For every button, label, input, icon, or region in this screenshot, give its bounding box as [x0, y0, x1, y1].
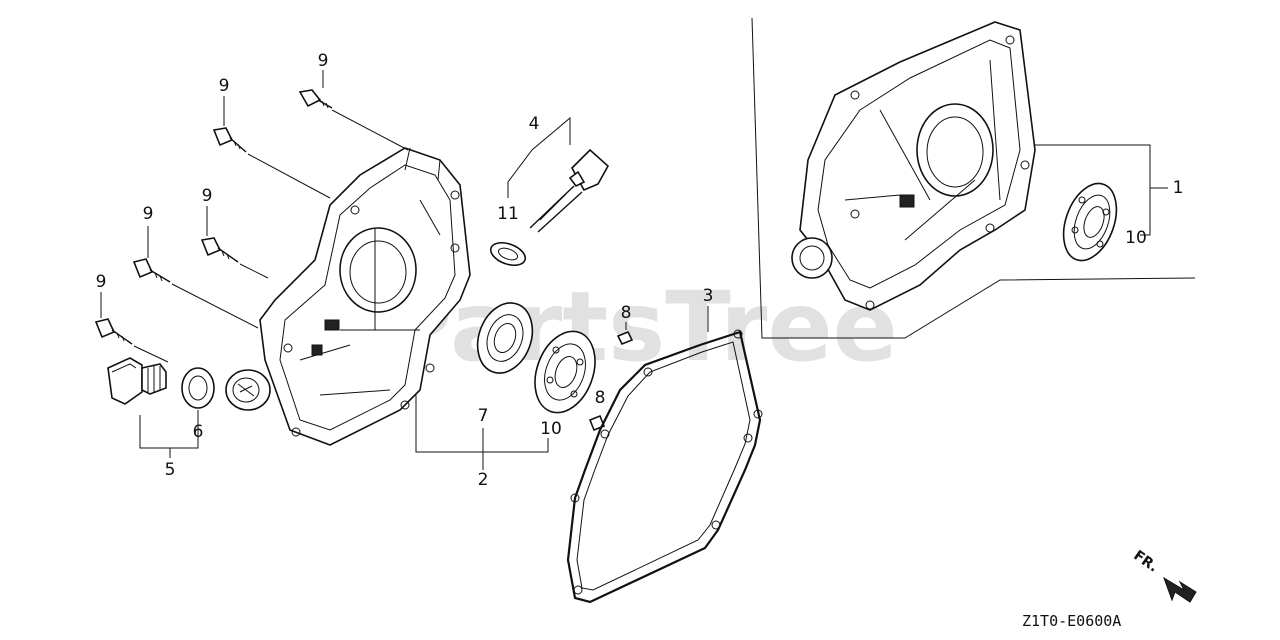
callout: 9 — [143, 204, 154, 224]
callout: 9 — [219, 76, 230, 96]
dipstick[interactable] — [529, 148, 610, 233]
leader-4 — [507, 116, 571, 198]
flange-bolt[interactable] — [94, 318, 133, 345]
crankcase-cover-left[interactable] — [259, 147, 471, 446]
callout: 9 — [202, 186, 213, 206]
callout: 8 — [595, 388, 606, 408]
flange-bolt[interactable] — [298, 89, 333, 109]
callout: 4 — [529, 114, 540, 134]
flange-bolt[interactable] — [212, 127, 247, 153]
sealing-washer[interactable] — [181, 367, 215, 409]
oil-filler-cap[interactable] — [107, 357, 167, 405]
o-ring[interactable] — [488, 238, 529, 269]
leader-10-right — [1035, 144, 1151, 236]
callout: 7 — [478, 406, 489, 426]
flange-bolt[interactable] — [200, 237, 239, 263]
ball-bearing[interactable] — [524, 323, 605, 421]
callout: 11 — [497, 204, 519, 224]
callout: 10 — [1125, 228, 1147, 248]
callout: 1 — [1173, 178, 1184, 198]
callout: 3 — [703, 286, 714, 306]
callout: 2 — [478, 470, 489, 490]
oil-seal[interactable] — [468, 295, 541, 380]
cover-gasket[interactable] — [566, 329, 763, 604]
dowel-pin[interactable] — [588, 414, 606, 432]
callout: 9 — [318, 51, 329, 71]
direction-label: FR. — [1130, 548, 1160, 576]
callout: 9 — [96, 272, 107, 292]
bolt-leaders — [100, 70, 409, 363]
dowel-pin[interactable] — [616, 330, 634, 346]
callout: 10 — [540, 419, 562, 439]
flange-bolt[interactable] — [132, 258, 171, 283]
leader-2 — [415, 395, 549, 453]
drawing-code: Z1T0-E0600A — [1022, 612, 1121, 630]
assembly-1-bracket — [751, 17, 1196, 339]
watermark: PartsTree — [382, 271, 897, 383]
callout: 5 — [165, 460, 176, 480]
leader-5 — [139, 410, 199, 449]
crankcase-cover-assembly[interactable] — [791, 21, 1036, 311]
callout: 8 — [621, 303, 632, 323]
right-ball-bearing[interactable] — [1054, 176, 1126, 268]
oil-drain-boss — [225, 369, 271, 411]
callout: 6 — [193, 422, 204, 442]
front-direction-arrow: FR. — [1130, 548, 1197, 603]
